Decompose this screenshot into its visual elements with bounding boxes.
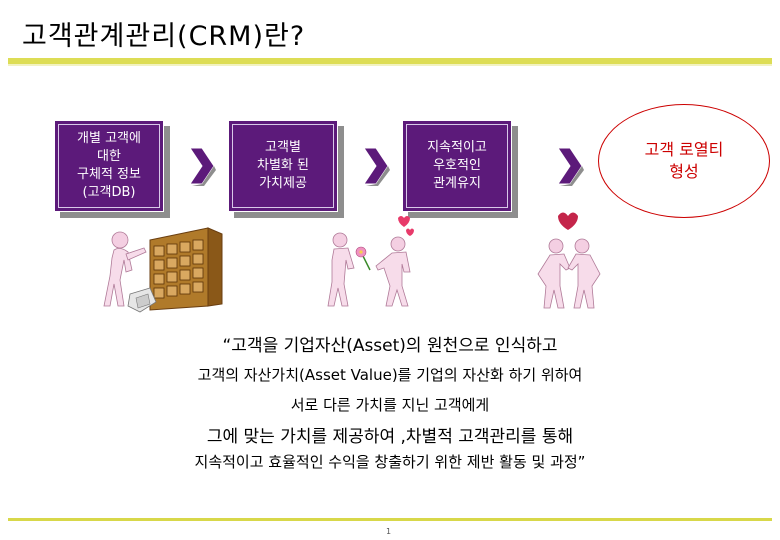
title-underline-shadow [8,64,772,66]
title-underline [8,58,772,64]
step-label: 고객별 차별화 된 가치제공 [232,124,334,208]
definition-line-2: 고객의 자산가치(Asset Value)를 기업의 자산화 하기 위하여 [197,366,583,384]
goal-label: 고객 로열티 형성 [644,140,724,181]
couple-heart-illustration [537,212,601,309]
definition-line-4: 그에 맞는 가치를 제공하여 ,차별적 고객관리를 통해 [206,427,574,447]
gift-flower-couple-illustration [327,216,414,307]
step-box-customer-info: 개별 고객에 대한 구체적 정보 (고객DB) [54,120,164,212]
step-box-differentiated-value: 고객별 차별화 된 가치제공 [228,120,338,212]
chevron-right-icon [363,147,390,186]
slide-title: 고객관계관리(CRM)란? [22,21,306,52]
definition-line-1: “고객을 기업자산(Asset)의 원천으로 인식하고 [222,336,558,356]
step-label: 개별 고객에 대한 구체적 정보 (고객DB) [58,124,160,208]
definition-line-3: 서로 다른 가치를 지닌 고객에게 [290,396,490,414]
step-label: 지속적이고 우호적인 관계유지 [406,124,508,208]
definition-line-5: 지속적이고 효율적인 수익을 창출하기 위한 제반 활동 및 과정” [194,453,586,471]
step-box-relationship: 지속적이고 우호적인 관계유지 [402,120,512,212]
goal-oval-customer-loyalty: 고객 로열티 형성 [598,104,770,218]
chevron-right-icon [557,147,584,186]
footer-rule [8,518,772,521]
chevron-right-icon [189,147,216,186]
page-number: 1 [386,527,392,536]
filing-cabinet-person-illustration [103,227,223,313]
